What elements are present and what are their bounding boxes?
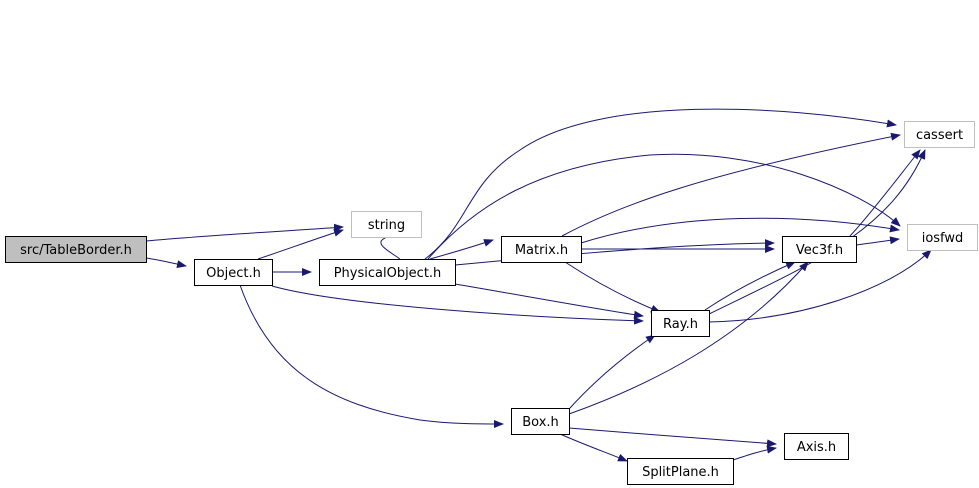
node-box <box>5 236 147 263</box>
node-label: iosfwd <box>922 231 964 246</box>
node-box <box>351 211 422 238</box>
edge-line <box>561 132 901 237</box>
node-matrix[interactable]: Matrix.h <box>501 236 582 263</box>
edge-line <box>559 433 628 462</box>
edge-physicalobject-to-matrix <box>429 239 494 260</box>
node-vec3f[interactable]: Vec3f.h <box>782 236 857 263</box>
edge-box-to-splitplane <box>559 433 628 462</box>
edges-layer <box>145 108 932 462</box>
node-label: cassert <box>916 128 963 143</box>
node-iosfwd: iosfwd <box>907 224 978 251</box>
node-axis[interactable]: Axis.h <box>784 433 849 460</box>
edge-line <box>732 445 777 461</box>
edge-line <box>257 228 344 260</box>
edge-physicalobject-to-vec3f <box>454 239 775 266</box>
node-string: string <box>351 211 422 238</box>
edge-line <box>569 334 656 409</box>
edge-ray-to-iosfwd <box>708 249 932 323</box>
node-label: Object.h <box>206 266 261 281</box>
node-box <box>904 121 975 148</box>
edge-physicalobject-to-cassert <box>424 108 897 260</box>
edge-vec3f-to-cassert <box>849 149 921 237</box>
node-label: Ray.h <box>663 317 698 332</box>
edge-box-to-ray <box>569 334 656 409</box>
edge-line <box>145 223 344 242</box>
edge-line <box>424 108 897 260</box>
node-box <box>651 310 710 337</box>
edge-line <box>145 257 187 269</box>
node-box <box>784 433 849 460</box>
edge-object-to-string <box>257 228 344 260</box>
node-label: src/TableBorder.h <box>20 243 132 258</box>
edge-tableborder-to-object <box>145 257 187 269</box>
node-box <box>782 236 857 263</box>
edge-line <box>271 285 644 325</box>
node-label: Axis.h <box>797 440 836 455</box>
node-ray[interactable]: Ray.h <box>651 310 710 337</box>
edge-box-to-vec3f <box>568 261 809 415</box>
edge-line <box>708 249 932 323</box>
node-physicalobject[interactable]: PhysicalObject.h <box>319 259 456 286</box>
edge-line <box>849 149 921 237</box>
edge-line <box>568 427 777 448</box>
edge-matrix-to-iosfwd <box>580 217 900 244</box>
edge-line <box>564 261 661 313</box>
node-box <box>194 259 273 286</box>
edge-line <box>855 236 900 246</box>
edge-line <box>580 217 900 244</box>
edge-ray-to-cassert <box>708 149 926 315</box>
edge-box-to-axis <box>568 427 777 448</box>
node-box <box>501 236 582 263</box>
edge-line <box>454 239 775 266</box>
node-label: PhysicalObject.h <box>334 266 442 281</box>
node-label: Vec3f.h <box>796 243 843 258</box>
edge-line <box>704 261 796 311</box>
node-box <box>319 259 456 286</box>
edge-physicalobject-to-ray <box>454 283 644 319</box>
edge-line <box>568 261 809 415</box>
edge-line <box>454 283 644 319</box>
edge-line <box>708 149 926 315</box>
node-cassert: cassert <box>904 121 975 148</box>
edge-object-to-box <box>239 284 504 428</box>
node-box <box>907 224 978 251</box>
node-tableborder[interactable]: src/TableBorder.h <box>5 236 147 263</box>
edge-ray-to-vec3f <box>704 261 796 311</box>
edge-object-to-ray <box>271 285 644 325</box>
node-box <box>627 458 734 485</box>
edge-line <box>239 284 504 428</box>
node-object[interactable]: Object.h <box>194 259 273 286</box>
edge-tableborder-to-string <box>145 223 344 242</box>
edge-splitplane-to-axis <box>732 445 777 461</box>
edge-line <box>429 239 494 260</box>
edge-line <box>427 153 901 260</box>
node-box[interactable]: Box.h <box>511 408 570 435</box>
node-box <box>511 408 570 435</box>
edge-physicalobject-to-iosfwd <box>427 153 901 260</box>
node-label: string <box>368 218 405 233</box>
edge-matrix-to-cassert <box>561 132 901 237</box>
edge-vec3f-to-iosfwd <box>855 236 900 246</box>
node-label: Matrix.h <box>515 243 568 258</box>
node-splitplane[interactable]: SplitPlane.h <box>627 458 734 485</box>
node-label: Box.h <box>522 415 559 430</box>
edge-matrix-to-ray <box>564 261 661 313</box>
node-label: SplitPlane.h <box>642 465 719 480</box>
